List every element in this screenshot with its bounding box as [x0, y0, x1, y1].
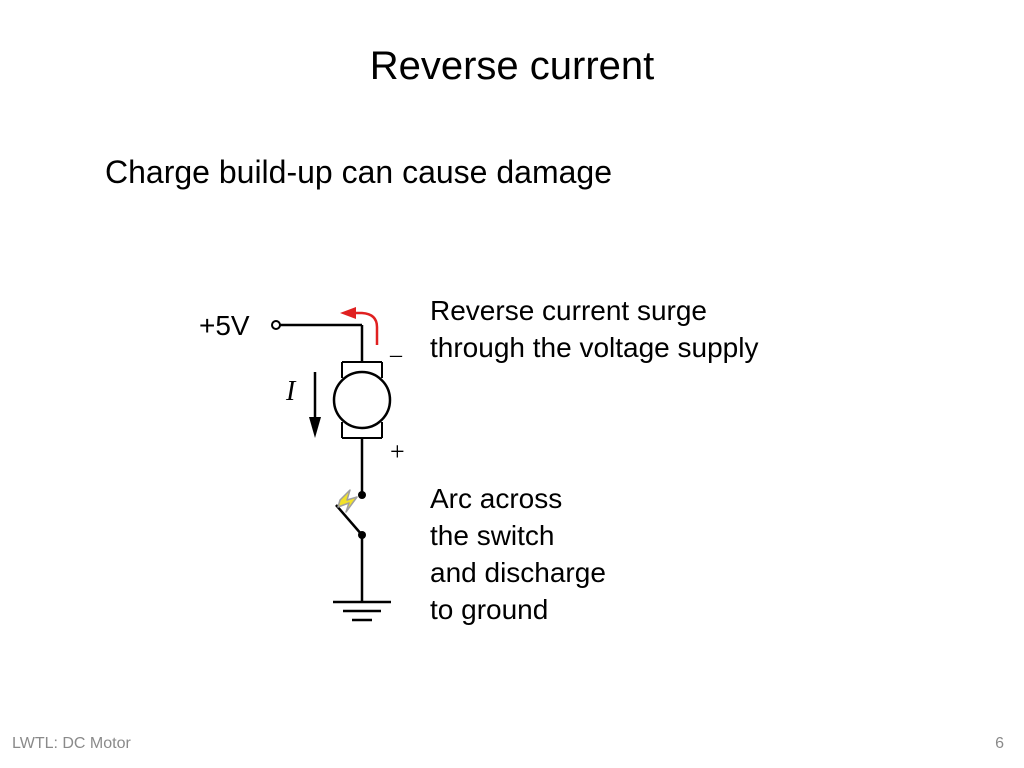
- annotation-arc-discharge: Arc across the switch and discharge to g…: [430, 480, 606, 628]
- annotation-bottom-line-3: and discharge: [430, 557, 606, 588]
- arc-spark-icon: [337, 489, 358, 513]
- current-direction-arrowhead: [309, 417, 321, 438]
- reverse-current-arrowhead: [340, 307, 356, 319]
- slide-title: Reverse current: [369, 44, 655, 88]
- motor-polarity-plus: +: [390, 437, 405, 466]
- annotation-top-line-1: Reverse current surge: [430, 295, 708, 326]
- motor-symbol: [332, 361, 392, 439]
- supply-voltage-label: +5V: [199, 310, 250, 341]
- reverse-current-arrow: [352, 311, 379, 345]
- motor-polarity-minus: –: [389, 342, 403, 368]
- annotation-bottom-line-4: to ground: [430, 594, 549, 625]
- supply-terminal: [271, 320, 281, 330]
- annotation-bottom-line-1: Arc across: [430, 483, 563, 514]
- switch-symbol: [335, 491, 366, 539]
- ground-symbol: [333, 600, 391, 622]
- slide-subtitle: Charge build-up can cause damage: [105, 154, 612, 190]
- annotation-reverse-surge: Reverse current surge through the voltag…: [430, 292, 758, 366]
- footer-course-label: LWTL: DC Motor: [12, 735, 131, 752]
- annotation-bottom-line-2: the switch: [430, 520, 555, 551]
- annotation-top-line-2: through the voltage supply: [430, 332, 759, 363]
- current-symbol: I: [285, 376, 297, 407]
- footer-page-number: 6: [995, 735, 1004, 752]
